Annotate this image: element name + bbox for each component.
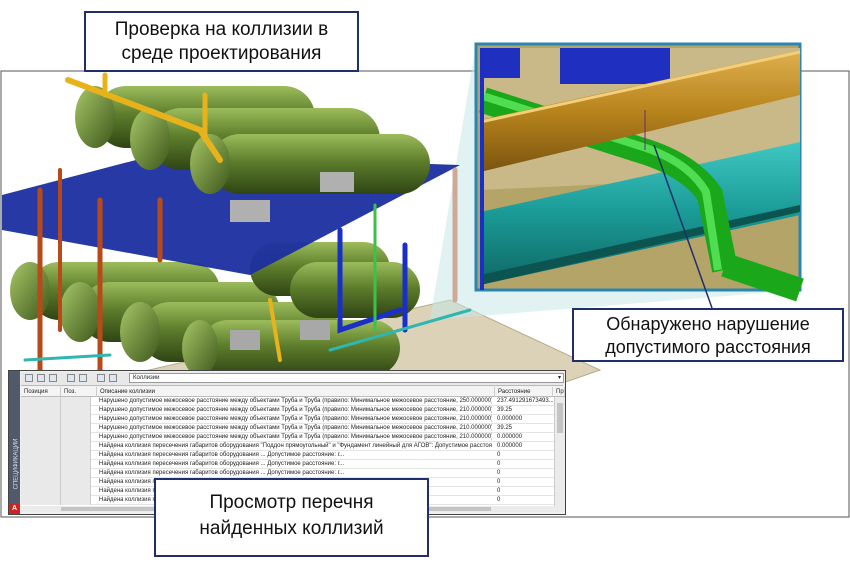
- print-icon[interactable]: [97, 374, 105, 382]
- cell-distance: 0: [497, 461, 501, 467]
- cell-pos: [61, 460, 91, 469]
- copy-icon[interactable]: [79, 374, 87, 382]
- cell-description: Нарушено допустимое межосевое расстояние…: [99, 425, 492, 431]
- filter-value: Коллизии: [133, 375, 160, 381]
- col-header-note[interactable]: При: [553, 387, 565, 397]
- cell-distance: 237.491291673493...: [497, 398, 553, 404]
- cell-description: Найдена коллизия пересечения габаритов о…: [99, 470, 345, 476]
- cell-description: Нарушено допустимое межосевое расстояние…: [99, 434, 492, 440]
- cell-position: [21, 415, 61, 424]
- refresh-icon[interactable]: [25, 374, 33, 382]
- callout-line: Проверка на коллизии в: [114, 19, 329, 40]
- callout-line: Просмотр перечня: [209, 492, 374, 513]
- cell-position: [21, 442, 61, 451]
- cell-pos: [61, 451, 91, 460]
- table-row[interactable]: Нарушено допустимое межосевое расстояние…: [21, 406, 554, 415]
- cell-distance: 0: [497, 470, 501, 476]
- table-row[interactable]: Найдена коллизия пересечения габаритов о…: [21, 469, 554, 478]
- cell-position: [21, 487, 61, 496]
- cell-position: [21, 451, 61, 460]
- cell-pos: [61, 406, 91, 415]
- leader-line-right: [653, 144, 713, 309]
- panel-toolbar: Коллизии ▾: [21, 372, 564, 386]
- pipes: [23, 72, 472, 383]
- table-icon[interactable]: [37, 374, 45, 382]
- vertical-scrollbar[interactable]: [554, 397, 565, 507]
- zoom-inset: [474, 42, 804, 302]
- cell-pos: [61, 397, 91, 406]
- cell-position: [21, 496, 61, 505]
- col-header-description[interactable]: Описание коллизии: [97, 387, 495, 397]
- filter-icon[interactable]: [109, 374, 117, 382]
- col-header-position[interactable]: Позиция: [21, 387, 61, 397]
- cell-description: Найдена коллизия пересечения габаритов о…: [99, 452, 345, 458]
- cell-pos: [61, 496, 91, 505]
- cell-description: Нарушено допустимое межосевое расстояние…: [99, 407, 492, 413]
- cell-distance: 0.000000: [497, 443, 523, 449]
- settings-icon[interactable]: [49, 374, 57, 382]
- cell-pos: [61, 424, 91, 433]
- col-header-distance[interactable]: Расстояние: [495, 387, 553, 397]
- chevron-down-icon: ▾: [557, 375, 561, 381]
- cell-distance: 0: [497, 497, 501, 503]
- cell-distance: 0: [497, 488, 501, 494]
- cell-pos: [61, 469, 91, 478]
- cell-pos: [61, 442, 91, 451]
- cell-description: Найдена коллизия пересечения габаритов о…: [99, 443, 492, 449]
- cell-pos: [61, 478, 91, 487]
- cell-pos: [61, 415, 91, 424]
- export-icon[interactable]: [67, 374, 75, 382]
- cell-description: Найдена коллизия пересечения габаритов о…: [99, 461, 345, 467]
- cell-position: [21, 478, 61, 487]
- col-header-pos[interactable]: Поз.: [61, 387, 97, 397]
- sidebar-label: СПЕЦИФИКАЦИИ: [13, 438, 20, 490]
- table-row[interactable]: Нарушено допустимое межосевое расстояние…: [21, 415, 554, 424]
- callout-line: среде проектирования: [121, 43, 322, 64]
- collision-table: Позиция Поз. Описание коллизии Расстояни…: [21, 387, 565, 507]
- callout-line: найденных коллизий: [199, 518, 384, 539]
- cell-description: Нарушено допустимое межосевое расстояние…: [99, 416, 492, 422]
- panel-sidebar: СПЕЦИФИКАЦИИ A: [9, 371, 20, 514]
- app-logo-icon: A: [10, 504, 19, 513]
- cell-distance: 0: [497, 452, 501, 458]
- callout-violation-found: Обнаружено нарушение допустимого расстоя…: [572, 308, 844, 362]
- cell-distance: 0.000000: [497, 434, 523, 440]
- cell-description: Нарушено допустимое межосевое расстояние…: [99, 398, 492, 404]
- cell-position: [21, 433, 61, 442]
- cell-distance: 0: [497, 479, 501, 485]
- cell-distance: 39.25: [497, 425, 513, 431]
- cell-position: [21, 424, 61, 433]
- cell-position: [21, 397, 61, 406]
- filter-dropdown[interactable]: Коллизии ▾: [129, 373, 564, 383]
- table-row[interactable]: Найдена коллизия пересечения габаритов о…: [21, 451, 554, 460]
- cell-position: [21, 460, 61, 469]
- cell-position: [21, 469, 61, 478]
- callout-collision-check: Проверка на коллизии в среде проектирова…: [84, 11, 359, 72]
- table-row[interactable]: Найдена коллизия пересечения габаритов о…: [21, 442, 554, 451]
- table-row[interactable]: Нарушено допустимое межосевое расстояние…: [21, 433, 554, 442]
- table-row[interactable]: Найдена коллизия пересечения габаритов о…: [21, 460, 554, 469]
- cell-distance: 39.25: [497, 407, 513, 413]
- callout-collision-list: Просмотр перечня найденных коллизий: [154, 478, 429, 557]
- cell-pos: [61, 487, 91, 496]
- callout-line: допустимого расстояния: [605, 337, 811, 357]
- cell-pos: [61, 433, 91, 442]
- table-row[interactable]: Нарушено допустимое межосевое расстояние…: [21, 424, 554, 433]
- cell-position: [21, 406, 61, 415]
- cell-distance: 0.000000: [497, 416, 523, 422]
- callout-line: Обнаружено нарушение: [606, 314, 810, 334]
- table-row[interactable]: Нарушено допустимое межосевое расстояние…: [21, 397, 554, 406]
